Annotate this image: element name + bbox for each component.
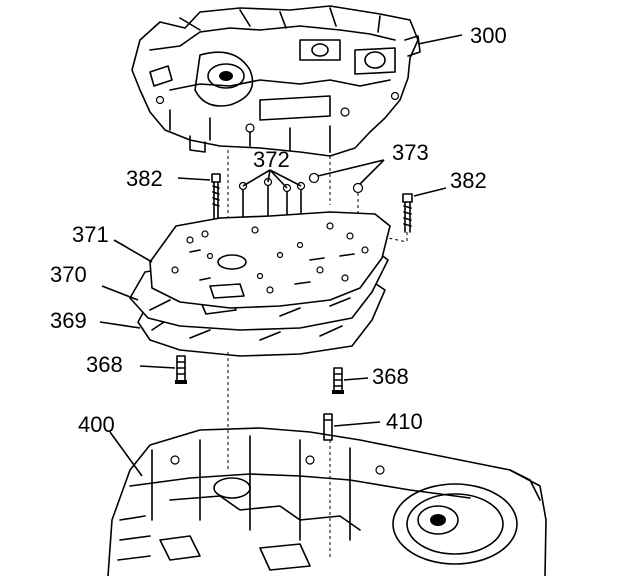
transmission-case (107, 427, 547, 576)
callout-382-right: 382 (450, 168, 487, 193)
leader-lines (99, 34, 463, 477)
alignment-lines (227, 150, 331, 560)
callout-400: 400 (78, 412, 115, 437)
callout-370: 370 (50, 262, 87, 287)
callout-368-left: 368 (86, 352, 123, 377)
bolt-382-left (211, 173, 221, 221)
valve-body (131, 5, 421, 157)
callout-372: 372 (253, 147, 290, 172)
callout-371: 371 (72, 222, 109, 247)
callout-382-left: 382 (126, 166, 163, 191)
spring-pin-410 (323, 413, 333, 441)
callout-410: 410 (386, 409, 423, 434)
callout-369: 369 (50, 308, 87, 333)
filter-screen-368-right (332, 367, 344, 394)
filter-screen-368-left (175, 355, 187, 384)
callout-300: 300 (470, 23, 507, 48)
gasket-371 (149, 211, 391, 309)
callout-368-right: 368 (372, 364, 409, 389)
callout-373: 373 (392, 140, 429, 165)
